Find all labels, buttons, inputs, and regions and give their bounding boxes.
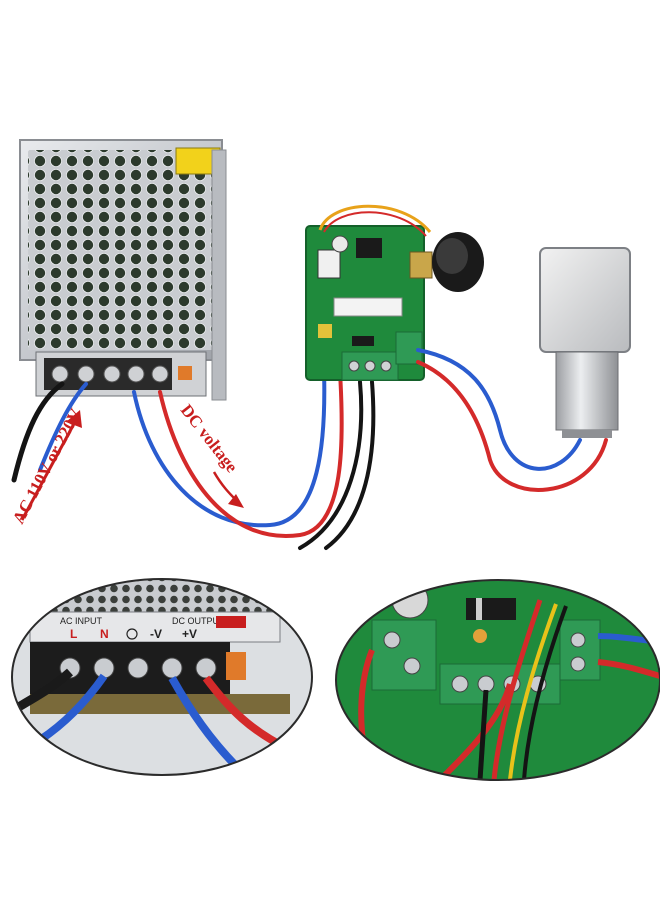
- ac-input-annotation: AC 110V or 220V: [9, 405, 86, 527]
- pwm-controller-board: [305, 225, 425, 381]
- ac-input-wires: [11, 381, 88, 483]
- terminal-minus-v-text: -V: [150, 627, 162, 641]
- ground-symbol-icon: [126, 628, 138, 640]
- dc-output-wires: [132, 368, 376, 550]
- power-supply-unit: [19, 139, 227, 401]
- terminal-plus-v-text: +V: [182, 627, 197, 641]
- dc-output-text: DC OUTPUT: [172, 616, 225, 626]
- potentiometer-knob: [318, 204, 484, 292]
- psu-terminal-closeup: AC INPUT DC OUTPUT L N -V +V: [11, 578, 313, 776]
- ac-input-text: AC INPUT: [60, 616, 103, 626]
- dc-voltage-annotation: DC voltage: [177, 401, 244, 508]
- gear-motor: [539, 247, 631, 438]
- terminal-l-text: L: [70, 627, 77, 641]
- controller-terminal-closeup: [335, 579, 660, 781]
- motor-wires: [416, 348, 608, 492]
- ac-input-label: AC 110V or 220V: [9, 405, 86, 527]
- terminal-n-text: N: [100, 627, 109, 641]
